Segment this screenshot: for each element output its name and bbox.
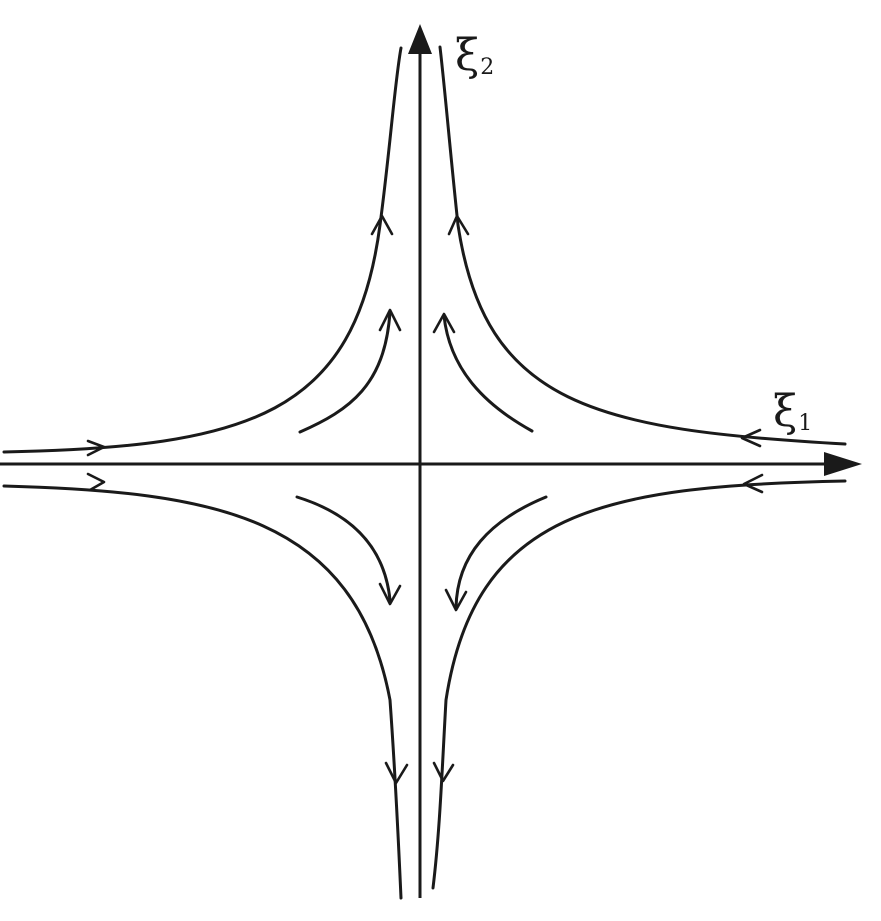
flow-arrow-upper-right-inner bbox=[432, 312, 456, 334]
trajectory-outer-lower-right bbox=[431, 479, 847, 890]
xi2-axis-subscript: 2 bbox=[480, 55, 495, 80]
trajectory-outer-lower-left bbox=[2, 484, 403, 900]
flow-arrow-upper-right-outer bbox=[447, 214, 470, 236]
xi1-axis-symbol: ξ bbox=[773, 386, 798, 437]
flow-arrow-upper-left-inner bbox=[378, 308, 402, 332]
xi2-axis-symbol: ξ bbox=[455, 30, 480, 81]
xi2-axis-label: ξ2 bbox=[455, 34, 495, 80]
trajectory-inner-lower-left bbox=[295, 495, 392, 602]
flow-arrow-right-lower bbox=[742, 473, 764, 494]
xi1-axis-subscript: 1 bbox=[798, 411, 813, 436]
flow-arrow-lower-left-outer bbox=[384, 761, 409, 785]
trajectory-inner-lower-right bbox=[454, 495, 548, 610]
xi1-axis-label: ξ1 bbox=[773, 390, 813, 436]
xi2-axis-arrowhead bbox=[408, 24, 432, 54]
flow-arrow-lower-right-outer bbox=[432, 761, 455, 783]
trajectory-outer-upper-right bbox=[438, 45, 847, 446]
trajectory-inner-upper-right bbox=[442, 314, 534, 433]
flow-arrow-left-upper bbox=[86, 439, 106, 457]
flow-arrow-lower-left-inner bbox=[378, 582, 402, 606]
flow-arrow-lower-right-inner bbox=[444, 588, 468, 612]
flow-arrow-right-upper bbox=[740, 428, 762, 448]
flow-arrow-upper-left-outer bbox=[370, 214, 394, 236]
trajectory-outer-upper-left bbox=[2, 46, 403, 454]
trajectory-inner-upper-left bbox=[298, 310, 392, 434]
xi1-axis-arrowhead bbox=[824, 452, 862, 476]
flow-arrow-left-lower bbox=[86, 472, 106, 492]
